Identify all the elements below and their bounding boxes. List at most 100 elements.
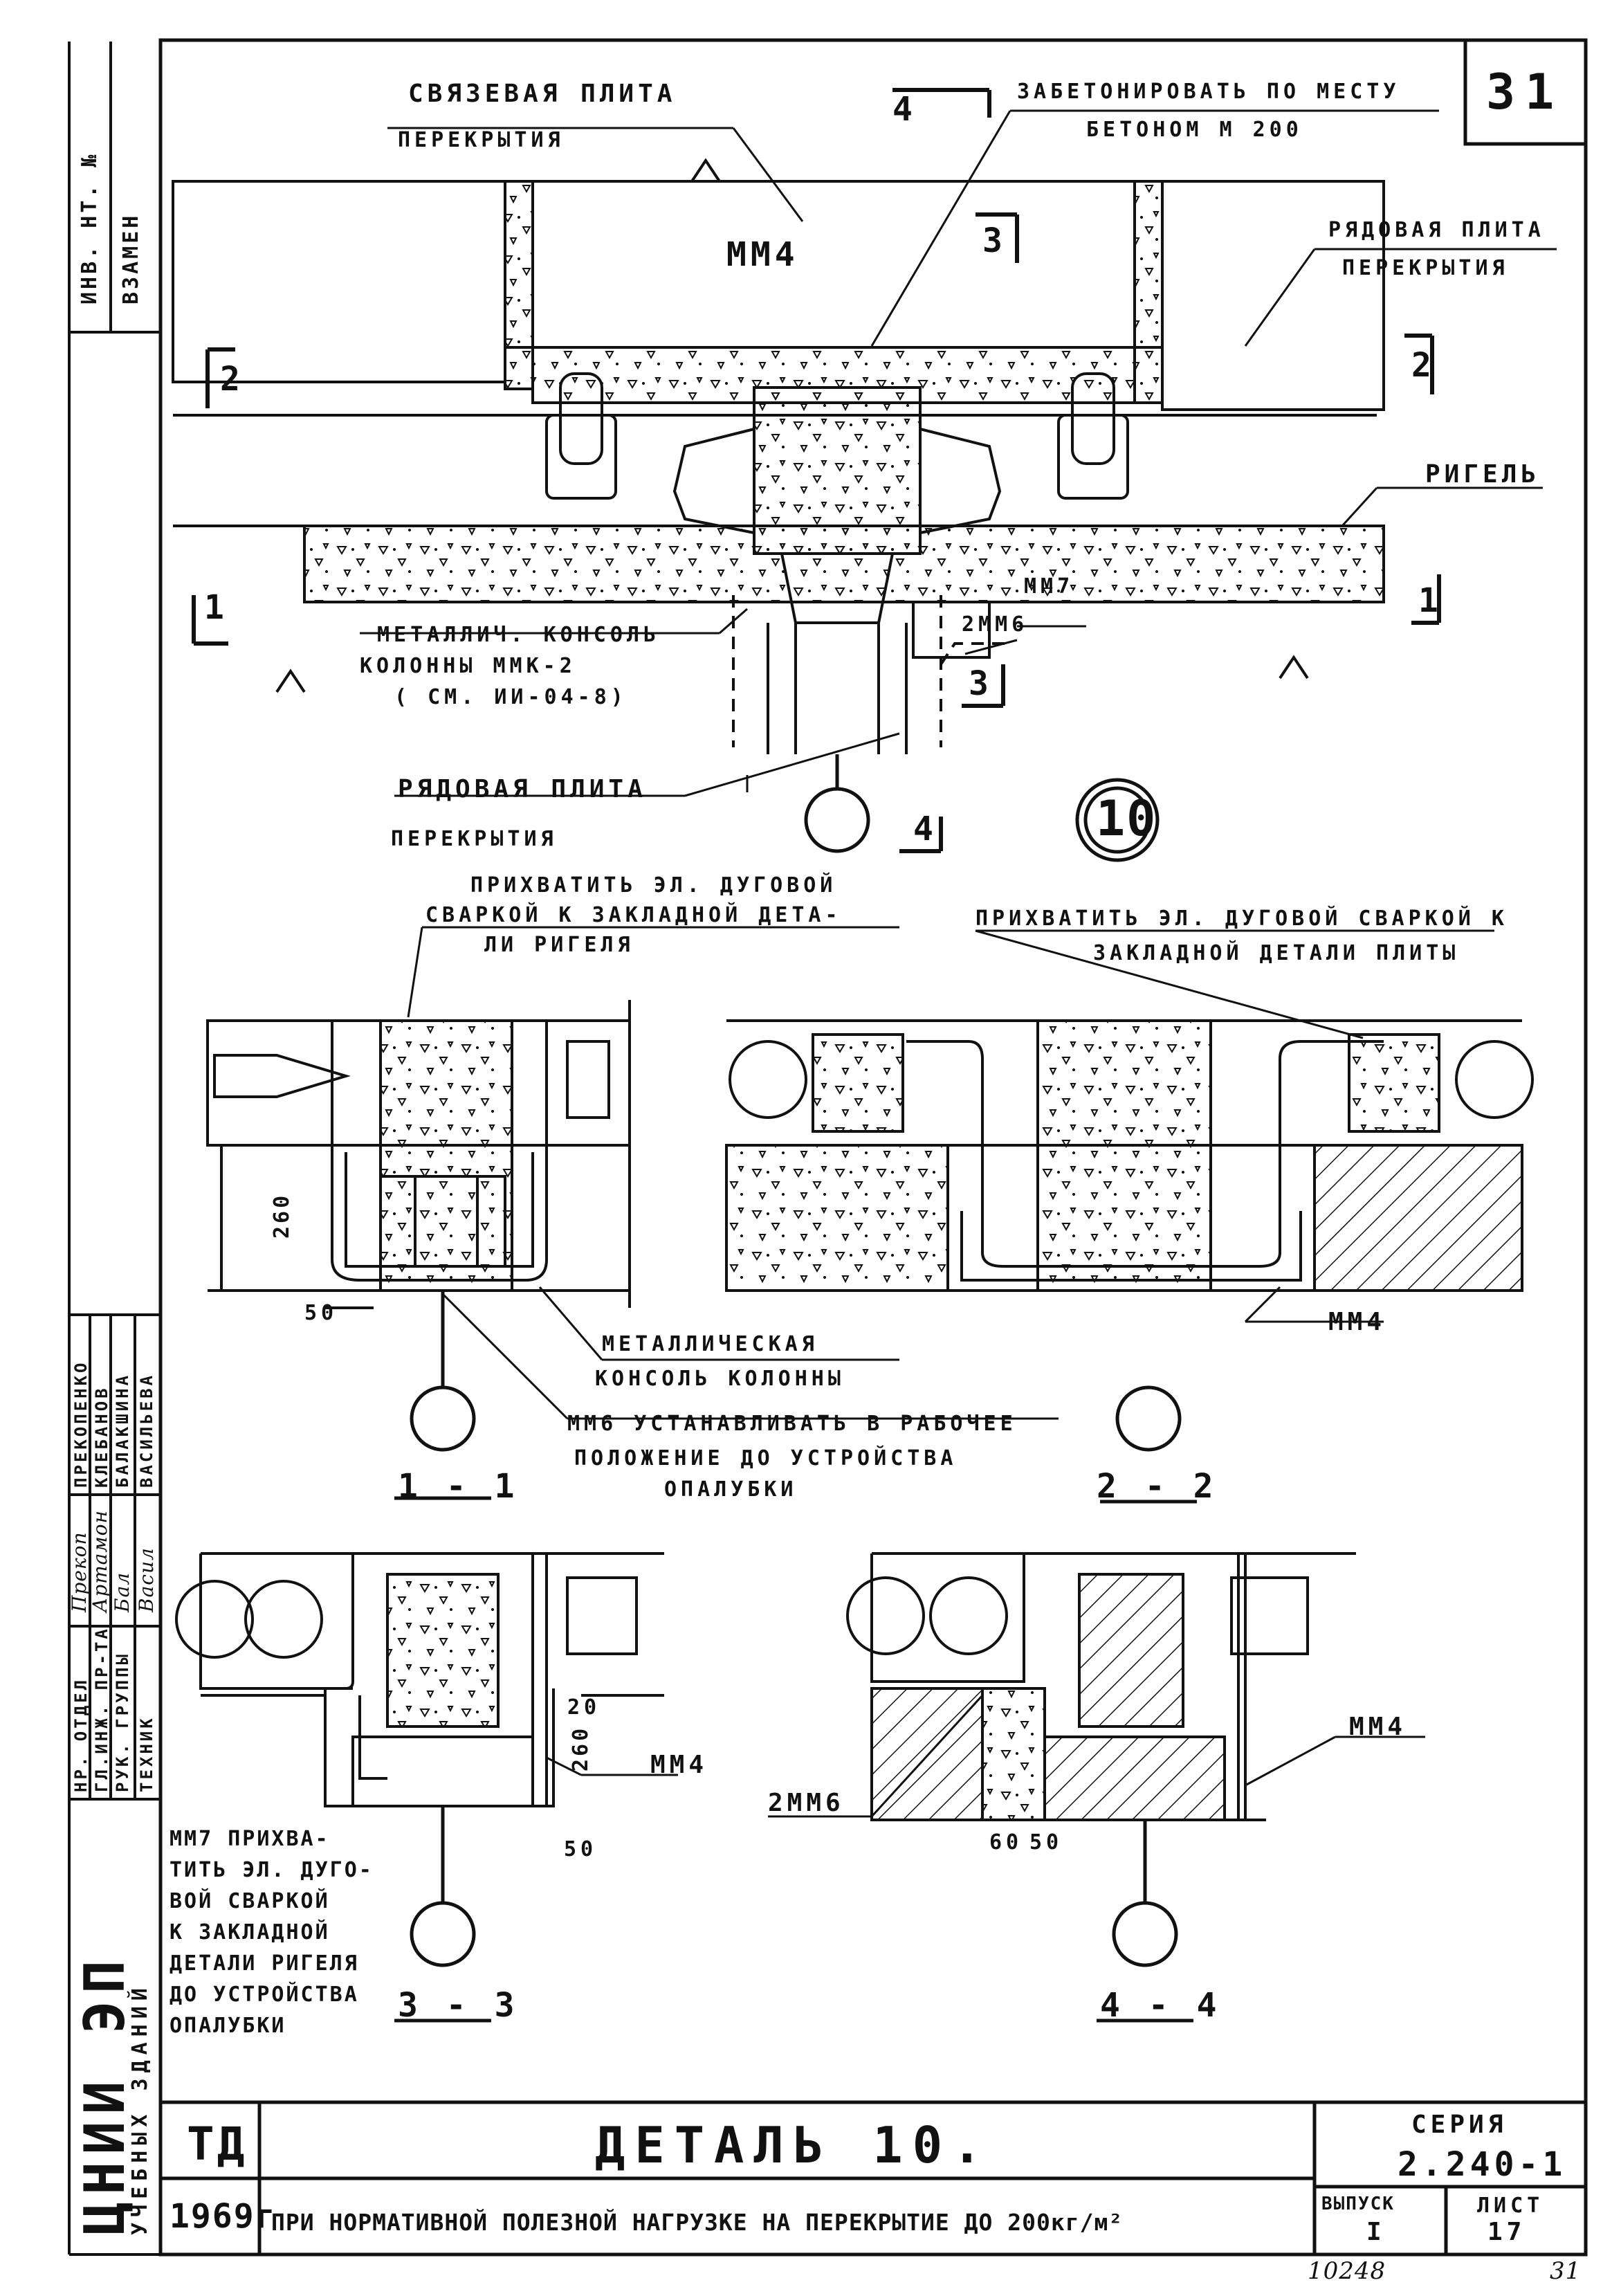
mm7-plan: ММ7	[1024, 574, 1074, 599]
section-3-3-circle	[410, 1901, 476, 1967]
row-slab-bottom-1: РЯДОВАЯ ПЛИТА	[398, 775, 647, 803]
series-label: СЕРИЯ	[1411, 2111, 1508, 2139]
section-mark-1-left: 1	[204, 588, 228, 627]
inv-no-label: ИНВ. НТ. №	[77, 152, 102, 304]
dim-50-c: 50	[1029, 1830, 1063, 1855]
section-2-2-circle	[1115, 1385, 1182, 1452]
row-slab-bottom-2: ПЕРЕКРЫТИЯ	[391, 827, 558, 851]
section-title-4-4: 4 - 4	[1100, 1986, 1221, 2025]
mm7-note-1: ММ7 ПРИХВА-	[170, 1827, 330, 1851]
year: 1969г	[170, 2197, 277, 2236]
weld-note-left-1: ПРИХВАТИТЬ ЭЛ. ДУГОВОЙ	[470, 873, 837, 898]
section-mark-4-top: 4	[892, 90, 917, 129]
mm4-plan: ММ4	[726, 235, 799, 274]
two-mm6-lower: 2ММ6	[768, 1789, 845, 1817]
signature-2: Артамон	[89, 1510, 111, 1612]
row-slab-top-2: ПЕРЕКРЫТИЯ	[1342, 256, 1509, 280]
sheet-label: ЛИСТ	[1477, 2194, 1544, 2218]
section-mark-3-top: 3	[982, 221, 1007, 260]
mm7-note-6: ДО УСТРОЙСТВА	[170, 1983, 359, 2007]
bottom-code: 10248	[1308, 2257, 1386, 2285]
mm4-section-3-3: ММ4	[650, 1751, 708, 1779]
role-4: ТЕХНИК	[137, 1715, 156, 1792]
metal-console-mid-1: МЕТАЛЛИЧЕСКАЯ	[602, 1332, 818, 1356]
section-1-1-circle	[410, 1385, 476, 1452]
section-mark-4-bottom: 4	[913, 810, 937, 848]
name-3: БАЛАКШИНА	[113, 1372, 132, 1488]
weld-note-left-3: ЛИ РИГЕЛЯ	[484, 933, 634, 957]
mm6-install-3: ОПАЛУБКИ	[664, 1477, 798, 1502]
weld-note-right-1: ПРИХВАТИТЬ ЭЛ. ДУГОВОЙ СВАРКОЙ К	[976, 906, 1508, 931]
name-1: ПРЕКОПЕНКО	[71, 1360, 91, 1488]
td-code: ТД	[187, 2117, 248, 2171]
plan-view	[172, 158, 1385, 754]
issue-value: I	[1366, 2218, 1386, 2246]
dim-50-a: 50	[304, 1301, 338, 1325]
concrete-note-1: ЗАБЕТОНИРОВАТЬ ПО МЕСТУ	[1017, 80, 1400, 104]
section-2-2	[725, 1019, 1534, 1292]
mm7-note-3: ВОЙ СВАРКОЙ	[170, 1889, 330, 1913]
metal-console-3: ( СМ. ИИ-04-8)	[394, 685, 628, 709]
role-1: НР. ОТДЕЛ	[71, 1677, 91, 1792]
section-mark-3-bottom: 3	[969, 664, 993, 703]
mm7-note-2: ТИТЬ ЭЛ. ДУГО-	[170, 1858, 374, 1882]
sheet-value: 17	[1487, 2218, 1526, 2246]
row-slab-top-1: РЯДОВАЯ ПЛИТА	[1328, 218, 1545, 242]
signature-1: Прекоп	[68, 1531, 91, 1612]
lower-leaders	[407, 926, 1494, 1818]
section-4-4	[846, 1552, 1356, 1821]
section-3-3	[175, 1552, 664, 1807]
dim-20: 20	[567, 1695, 601, 1720]
riegel-label: РИГЕЛЬ	[1425, 460, 1541, 489]
bottom-page: 31	[1550, 2257, 1582, 2285]
mm6-install-2: ПОЛОЖЕНИЕ ДО УСТРОЙСТВА	[574, 1446, 958, 1470]
section-markers	[192, 88, 1441, 853]
issue-label: ВЫПУСК	[1321, 2194, 1395, 2214]
section-4-4-circle	[1112, 1901, 1178, 1967]
metal-console-mid-2: КОНСОЛЬ КОЛОННЫ	[595, 1367, 845, 1391]
dim-60: 60	[989, 1830, 1023, 1855]
sheet-frame	[158, 38, 1588, 2257]
detail-circle-number: 10	[1096, 790, 1157, 847]
section-title-1-1: 1 - 1	[398, 1467, 519, 1506]
name-4: ВАСИЛЬЕВА	[137, 1372, 156, 1488]
mm6-install-1: ММ6 УСТАНАВЛИВАТЬ В РАБОЧЕЕ	[567, 1412, 1017, 1436]
sheet-subtitle: ПРИ НОРМАТИВНОЙ ПОЛЕЗНОЙ НАГРУЗКЕ НА ПЕР…	[271, 2209, 1124, 2236]
two-mm6-plan: 2ММ6	[962, 612, 1029, 637]
signature-4: Васил	[135, 1547, 158, 1612]
section-title-2-2: 2 - 2	[1097, 1467, 1218, 1506]
mm4-section-4-4: ММ4	[1349, 1713, 1407, 1741]
section-mark-2-right: 2	[1411, 346, 1436, 385]
tie-slab-label-2: ПЕРЕКРЫТИЯ	[398, 128, 565, 152]
concrete-note-2: БЕТОНОМ М 200	[1086, 118, 1303, 142]
mm7-note-7: ОПАЛУБКИ	[170, 2014, 286, 2038]
section-1-1	[206, 1000, 631, 1309]
replace-label: ВЗАМЕН	[119, 212, 143, 304]
tie-slab-label-1: СВЯЗЕВАЯ ПЛИТА	[408, 80, 677, 108]
weld-note-left-2: СВАРКОЙ К ЗАКЛАДНОЙ ДЕТА-	[425, 903, 842, 927]
section-mark-1-right: 1	[1418, 581, 1442, 620]
sheet-number: 31	[1486, 64, 1564, 120]
series-value: 2.240-1	[1398, 2145, 1567, 2184]
dim-260-a: 260	[270, 1192, 294, 1239]
metal-console-2: КОЛОННЫ ММК-2	[360, 654, 576, 678]
weld-note-right-2: ЗАКЛАДНОЙ ДЕТАЛИ ПЛИТЫ	[1093, 941, 1460, 965]
leader-lines	[360, 109, 1557, 797]
mm7-note-5: ДЕТАЛИ РИГЕЛЯ	[170, 1951, 359, 1976]
signature-3: Бал	[111, 1571, 134, 1612]
mm4-section-2-2: ММ4	[1328, 1308, 1386, 1336]
section-title-3-3: 3 - 3	[398, 1986, 519, 2025]
role-2: ГЛ.ИНЖ. ПР-ТА	[92, 1626, 111, 1792]
metal-console-1: МЕТАЛЛИЧ. КОНСОЛЬ	[377, 623, 661, 647]
side-stamp-frame	[68, 42, 161, 2256]
mm7-note-4: К ЗАКЛАДНОЙ	[170, 1920, 330, 1944]
sheet-title: ДЕТАЛЬ 10.	[595, 2116, 992, 2174]
dim-260-b: 260	[569, 1725, 593, 1771]
org-sub: УЧЕБНЫХ ЗДАНИЙ	[128, 1983, 152, 2235]
dim-50-b: 50	[564, 1837, 598, 1861]
role-3: РУК. ГРУППЫ	[113, 1652, 132, 1792]
section-mark-2-left: 2	[220, 360, 244, 399]
plan-circles	[804, 754, 1160, 862]
name-2: КЛЕБАНОВ	[92, 1385, 111, 1488]
